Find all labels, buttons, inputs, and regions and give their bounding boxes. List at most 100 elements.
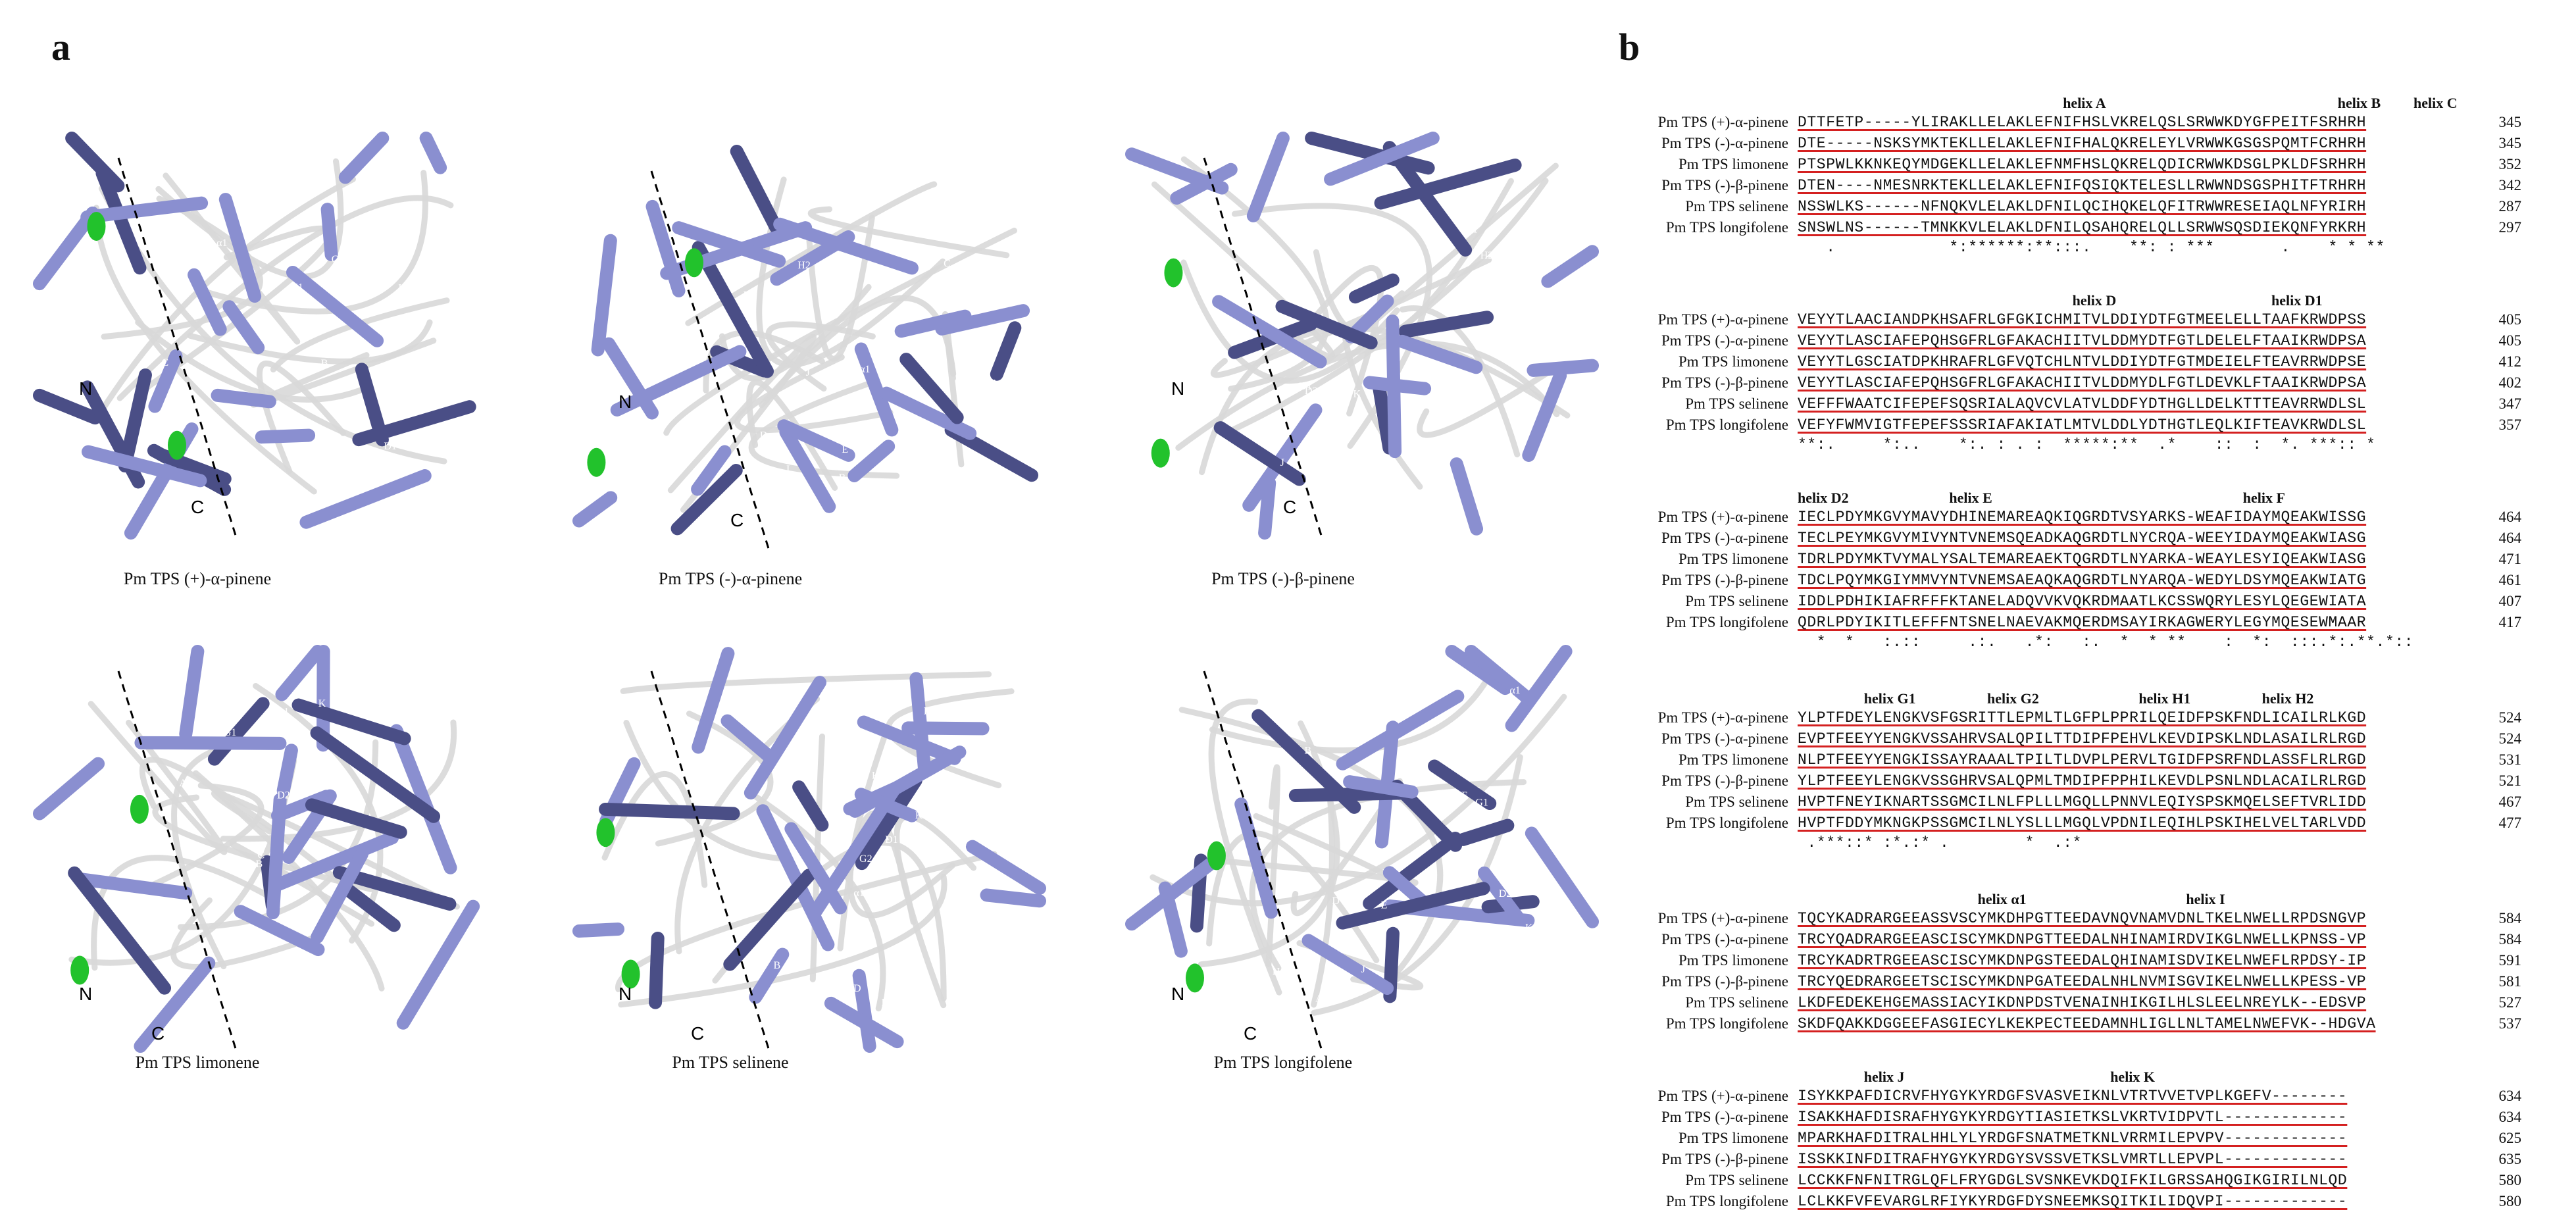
helix-rod [1398, 311, 1494, 338]
n-terminus: N [619, 984, 632, 1004]
sequence: VEFFFWAATCIFEPEFSQSRIALAQVCVLATVLDDFYDTH… [1798, 395, 2367, 413]
residue-number: 634 [2498, 1088, 2522, 1104]
residue-number: 412 [2498, 353, 2522, 370]
helix-label: helix H2 [2261, 690, 2314, 707]
sequence: SKDFQAKKDGGEEFASGIECYLKEKPECTEEDAMNHLIGL… [1798, 1015, 2376, 1032]
helix-tag: H1 [414, 709, 427, 720]
coil-loop [667, 334, 817, 513]
helix-tag: E [1381, 900, 1388, 911]
helix-label: helix C [2413, 95, 2458, 111]
helix-rod [1396, 334, 1483, 374]
helix-tag: D2 [277, 790, 290, 801]
green-residue [596, 818, 615, 847]
helix-label: helix E [1949, 490, 1992, 506]
helix-rod [311, 847, 368, 944]
helix-rod [68, 866, 172, 995]
helix-tag: G1 [1001, 762, 1014, 773]
helix-rod [691, 445, 732, 496]
coil-loop [734, 354, 894, 434]
coil-loop [270, 297, 450, 373]
helix-rod [1170, 163, 1238, 205]
helix-tag: F [399, 937, 405, 948]
structure-caption: Pm TPS longifolene [1213, 1053, 1353, 1072]
helix-tag: G1 [1394, 179, 1407, 190]
helix-rod [749, 947, 790, 1004]
helix-tag: G2 [1251, 796, 1265, 807]
sequence: VEYYTLGSCIATDPKHRAFRLGFVQTCHLNTVLDDIYDTF… [1798, 353, 2367, 370]
helix-tag: F [444, 170, 450, 181]
helix-rod [355, 363, 389, 447]
sequence-name: Pm TPS longifolene [1665, 417, 1788, 433]
helix-rod [419, 132, 447, 174]
residue-number: 477 [2498, 815, 2522, 831]
sequence: SNSWLNS------TMNKKVLELAKLDFNILQSAHQRELQL… [1798, 219, 2367, 236]
n-terminus: N [619, 391, 632, 412]
sequence: YLPTFDEYLENGKVSFGSRITTLEPMLTLGFPLPPRILQE… [1798, 709, 2367, 726]
helix-label: helix α1 [1977, 891, 2027, 907]
helix-tag: H2 [1480, 250, 1494, 261]
helix-rod [1505, 645, 1573, 732]
coil-loop [187, 319, 433, 365]
sequence-name: Pm TPS (+)-α-pinene [1657, 114, 1788, 130]
helix-rod [572, 922, 625, 938]
sequence-name: Pm TPS selinene [1685, 593, 1788, 609]
helix-tag: D [388, 755, 396, 766]
helix-label: helix K [2110, 1069, 2156, 1085]
sequence-name: Pm TPS (+)-α-pinene [1657, 509, 1788, 525]
helix-tag: D1 [384, 441, 397, 452]
green-residue [168, 430, 187, 460]
helix-rod [255, 428, 316, 444]
residue-number: 580 [2498, 1193, 2522, 1209]
helix-tag: D2 [882, 997, 895, 1008]
sequence: DTE-----NSKSYMKTEKLLELAKLEFNIFHALQKRELEY… [1798, 135, 2367, 152]
sequence-name: Pm TPS (+)-α-pinene [1657, 311, 1788, 328]
structure-caption: Pm TPS (-)-β-pinene [1211, 569, 1355, 588]
sequence-name: Pm TPS selinene [1685, 1172, 1788, 1188]
helix-tag: H1 [290, 282, 303, 293]
helix-rod [1213, 421, 1306, 486]
domain-divider [117, 157, 238, 540]
residue-number: 625 [2498, 1130, 2522, 1146]
c-terminus: C [691, 1023, 704, 1044]
c-terminus: C [151, 1023, 164, 1044]
sequence: MPARKHAFDITRALHHLYLYRDGFSNATMETKNLVRRMIL… [1798, 1130, 2348, 1147]
sequence: NSSWLKS------NFNQKVLELAKLDFNILQCIHQKELQF… [1798, 198, 2367, 215]
helix-rod [1242, 403, 1323, 512]
sequence: TDCLPQYMKGIYMMVYNTVNEMSAEAQKAQGRDTLNYARQ… [1798, 572, 2367, 589]
helix-rod [1525, 826, 1599, 928]
helix-rod [266, 793, 287, 920]
sequence-name: Pm TPS selinene [1685, 794, 1788, 810]
helix-tag: I [398, 282, 401, 293]
helix-tag: F [969, 268, 974, 279]
green-residue [587, 447, 606, 477]
coil-loop [116, 195, 454, 401]
helix-rod [1374, 158, 1522, 210]
coil-loop [1311, 754, 1523, 1016]
sequence: ISYKKPAFDICRVFHYGYKYRDGFSVASVEIKNLVTRTVV… [1798, 1088, 2348, 1105]
residue-number: 537 [2498, 1015, 2522, 1032]
helix-rod [692, 241, 774, 378]
helix-rod [779, 425, 836, 513]
consensus-row: * * :.:: .:. .*: :. * * ** : *: :::.*:.*… [1612, 633, 2560, 651]
helix-tag: B [773, 960, 780, 971]
helix-tag: D1 [885, 834, 898, 846]
helix-tag: B [839, 472, 846, 484]
helix-rod [155, 448, 232, 486]
sequence: VEYYTLAACIANDPKHSAFRLGFGKICHMITVLDDIYDTF… [1798, 311, 2367, 328]
coil-loop [1417, 363, 1562, 438]
sequence: VEYYTLASCIAFEPQHSGFRLGFAKACHIITVLDDMYDLF… [1798, 374, 2367, 391]
helix-tag: D1 [1507, 962, 1521, 973]
sequence-name: Pm TPS limonene [1679, 751, 1788, 768]
residue-number: 581 [2498, 973, 2522, 990]
sequence: ISSKKINFDITRAFHYGYKYRDGYSVSSVETKSLVMRTLL… [1798, 1151, 2348, 1168]
